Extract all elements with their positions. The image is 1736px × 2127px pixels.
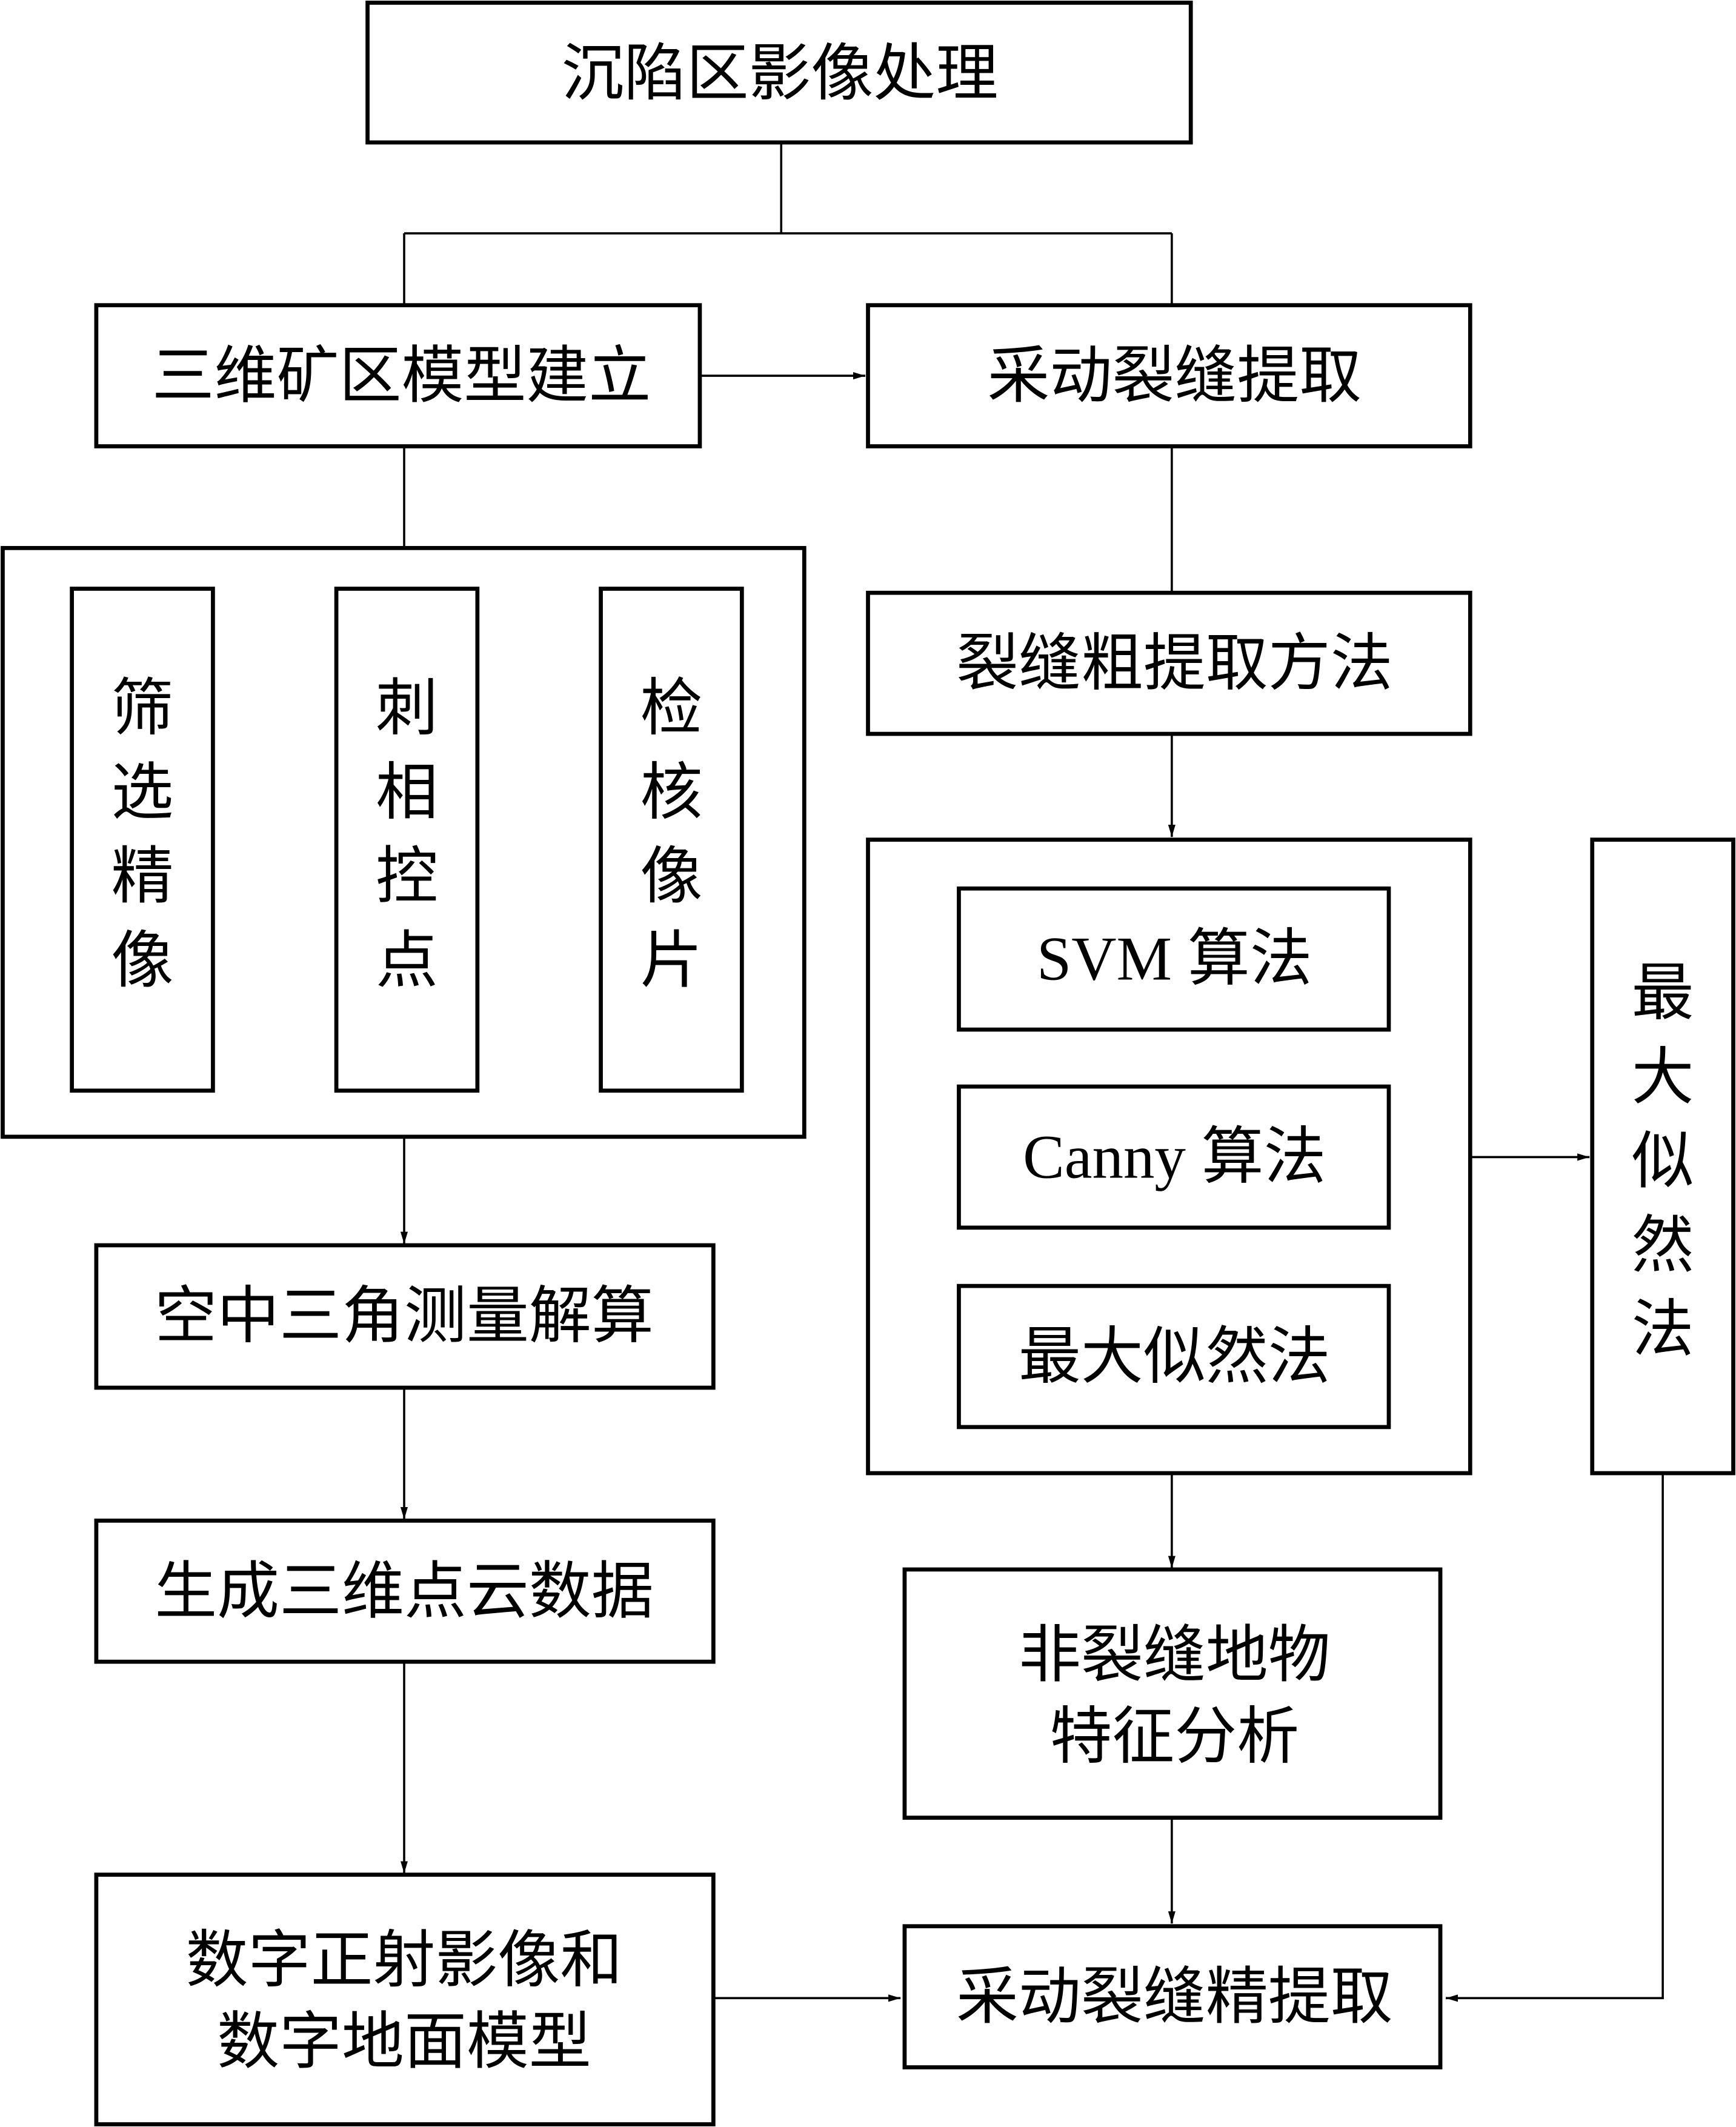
vertical-char: 检 bbox=[640, 672, 702, 745]
group-substeps: 筛选精像 刺相控点 检核像片 bbox=[1, 546, 806, 1139]
vertical-label: 筛选精像 bbox=[111, 672, 174, 997]
vertical-char: 似 bbox=[1632, 1125, 1694, 1197]
node-subsidence-image-processing: 沉陷区影像处理 bbox=[365, 1, 1193, 145]
vertical-char: 相 bbox=[376, 756, 438, 828]
connectors bbox=[400, 142, 1664, 2002]
node-selected-max-likelihood: 最大似然法 bbox=[1590, 837, 1735, 1476]
node-label: 空中三角测量解算 bbox=[155, 1279, 654, 1352]
node-label-line-1: 数字正射影像和 bbox=[186, 1924, 623, 1997]
node-label: SVM 算法 bbox=[1037, 925, 1312, 994]
node-algorithm-max-likelihood: 最大似然法 bbox=[957, 1283, 1391, 1430]
vertical-char: 核 bbox=[640, 756, 702, 828]
vertical-label: 最大似然法 bbox=[1632, 957, 1694, 1366]
vertical-char: 最 bbox=[1632, 957, 1694, 1030]
vertical-label: 检核像片 bbox=[640, 672, 702, 997]
node-3d-mine-model: 三维矿区模型建立 bbox=[94, 303, 702, 448]
vertical-char: 刺 bbox=[376, 672, 438, 745]
vertical-char: 法 bbox=[1632, 1293, 1694, 1366]
node-label-line-1: 非裂缝地物 bbox=[1019, 1619, 1331, 1691]
node-point-cloud: 生成三维点云数据 bbox=[94, 1519, 716, 1664]
node-label: 采动裂缝精提取 bbox=[956, 1960, 1393, 2033]
vertical-char: 大 bbox=[1632, 1040, 1694, 1113]
vertical-char: 片 bbox=[640, 924, 702, 997]
group-algorithms: SVM 算法 Canny 算法 最大似然法 bbox=[866, 837, 1472, 1476]
vertical-char: 点 bbox=[376, 924, 438, 997]
vertical-char: 筛 bbox=[111, 672, 174, 745]
node-substep-select-images: 筛选精像 bbox=[70, 587, 215, 1093]
node-aerial-triangulation: 空中三角测量解算 bbox=[94, 1243, 716, 1390]
node-substep-check-images: 检核像片 bbox=[599, 587, 744, 1093]
arrow-selected-to-fine bbox=[1446, 1473, 1664, 2002]
node-label: 采动裂缝提取 bbox=[988, 339, 1362, 412]
node-label: 生成三维点云数据 bbox=[155, 1555, 654, 1628]
node-label: 裂缝粗提取方法 bbox=[956, 627, 1393, 700]
vertical-char: 像 bbox=[111, 924, 174, 997]
vertical-char: 选 bbox=[111, 756, 174, 828]
node-coarse-method: 裂缝粗提取方法 bbox=[866, 590, 1472, 736]
node-crack-extraction: 采动裂缝提取 bbox=[866, 303, 1472, 448]
node-label-line-2: 特征分析 bbox=[1049, 1700, 1299, 1772]
vertical-char: 然 bbox=[1632, 1209, 1694, 1282]
vertical-char: 像 bbox=[640, 840, 702, 913]
node-label: 沉陷区影像处理 bbox=[562, 37, 999, 110]
node-algorithm-svm: SVM 算法 bbox=[957, 886, 1391, 1032]
vertical-char: 控 bbox=[376, 840, 438, 913]
node-label-line-2: 数字地面模型 bbox=[217, 2005, 591, 2078]
node-fine-extraction: 采动裂缝精提取 bbox=[902, 1924, 1443, 2069]
node-label: 最大似然法 bbox=[1019, 1320, 1331, 1393]
node-non-crack-analysis: 非裂缝地物 特征分析 bbox=[902, 1567, 1443, 1820]
vertical-label: 刺相控点 bbox=[376, 672, 438, 997]
node-substep-control-points: 刺相控点 bbox=[334, 587, 480, 1093]
node-label: Canny 算法 bbox=[1023, 1122, 1326, 1191]
node-dom-dem: 数字正射影像和 数字地面模型 bbox=[94, 1872, 716, 2126]
node-label: 三维矿区模型建立 bbox=[152, 339, 651, 412]
node-algorithm-canny: Canny 算法 bbox=[957, 1084, 1391, 1230]
vertical-char: 精 bbox=[111, 840, 174, 913]
